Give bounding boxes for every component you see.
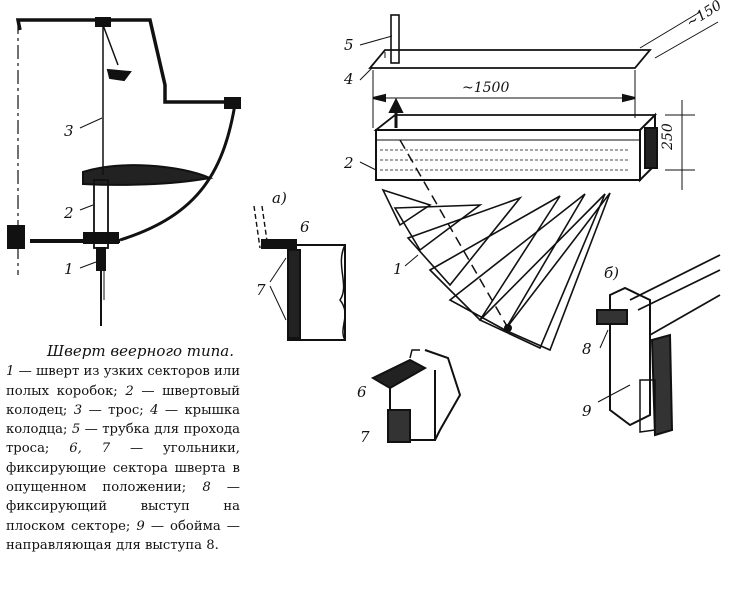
label-a: а) — [272, 189, 287, 207]
label-7-top: 7 — [256, 281, 266, 299]
label-2-left: 2 — [63, 204, 74, 222]
caption-part-3: 3 — трос; — [73, 402, 144, 418]
caption-part-7: 8 — фиксирующий выступ на плоском сектор… — [6, 480, 240, 534]
dimension-length: ~1500 — [462, 80, 509, 96]
centreboard-assembly — [359, 11, 719, 352]
label-4: 4 — [343, 70, 354, 88]
angle-bracket-detail — [370, 349, 462, 443]
caption-part-2: 2 — швертовый колодец; — [6, 383, 240, 418]
label-8: 8 — [582, 340, 592, 358]
detail-b — [596, 254, 721, 437]
caption-part-6: 6, 7 — угольники, фиксирующие сектора шв… — [6, 441, 240, 496]
label-6-bottom: 6 — [357, 383, 367, 401]
caption-part-1: 1 — шверт из узких секторов или полых ко… — [6, 364, 240, 399]
label-3: 3 — [64, 122, 74, 140]
label-5: 5 — [344, 36, 354, 54]
dimension-height: 250 — [660, 123, 676, 151]
hull-section — [7, 17, 241, 326]
label-1-right: 1 — [393, 260, 403, 278]
label-6-top: 6 — [300, 218, 310, 236]
caption-part-5: 5 — трубка для прохода троса; — [6, 422, 240, 457]
caption-title: Шверт веерного типа. — [47, 342, 234, 360]
label-7-bottom: 7 — [360, 428, 370, 446]
caption-part-8: 9 — обойма — направляющая для выступа 8. — [6, 518, 240, 553]
dimension-width: ~150 — [684, 0, 725, 31]
label-1-left: 1 — [64, 260, 74, 278]
label-2-right: 2 — [343, 154, 354, 172]
detail-a — [253, 205, 346, 341]
label-9: 9 — [582, 402, 592, 420]
figure-caption: Шверт веерного типа. 1 — шверт из узких … — [6, 342, 240, 555]
caption-part-4: 4 — крышка колодца; — [6, 402, 240, 438]
label-b: б) — [604, 264, 619, 282]
